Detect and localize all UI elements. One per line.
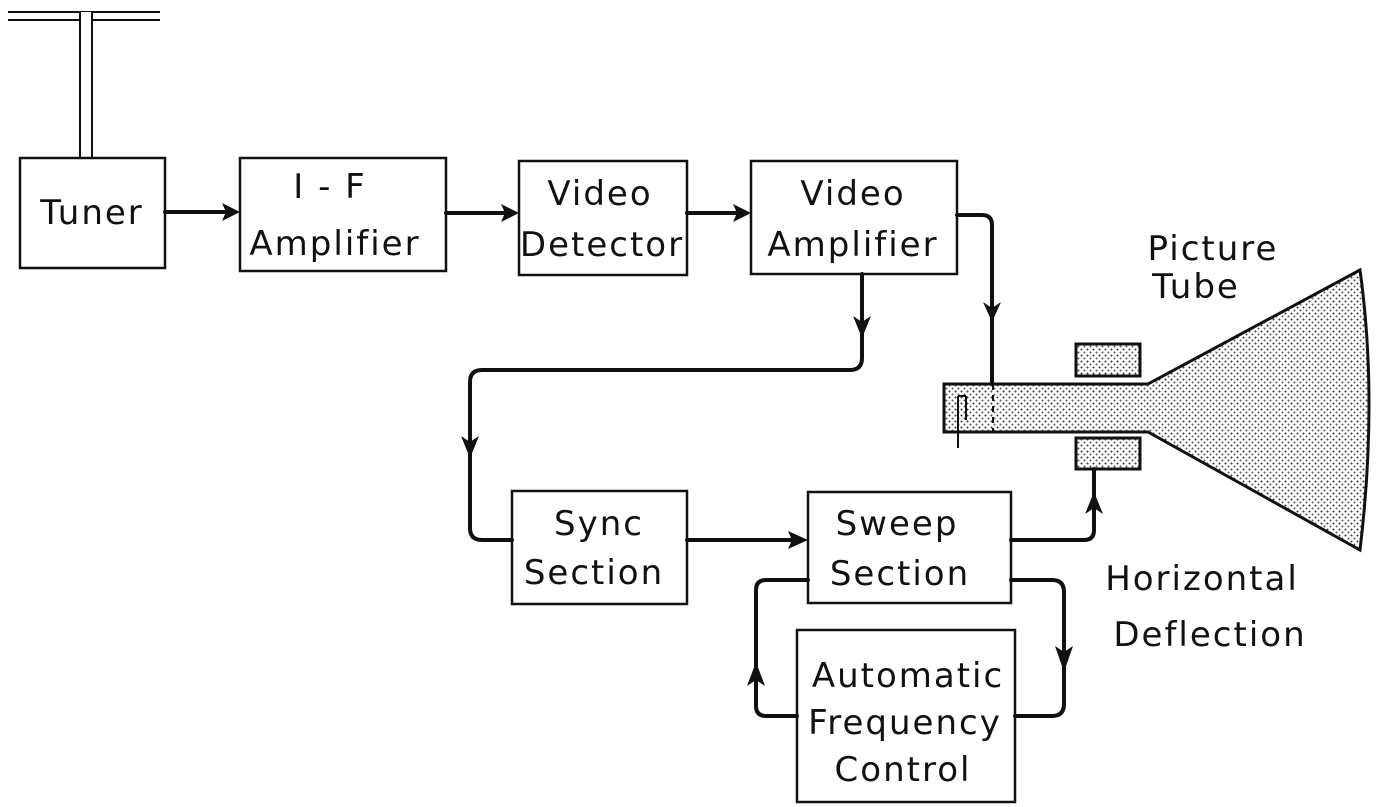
afc-block: Automatic Frequency Control [795, 628, 1017, 804]
video-detector-block: Video Detector [517, 159, 689, 277]
picture-tube-label-2: Tube [1151, 267, 1240, 307]
sweep-to-deflection-connector [1009, 467, 1103, 542]
afc-label-1: Automatic [812, 656, 1004, 696]
tuner-label: Tuner [39, 193, 144, 233]
sweep-to-afc-connector [1009, 578, 1073, 718]
afc-to-sweep-connector [747, 578, 810, 718]
picture-tube-icon [942, 267, 1371, 553]
video-amplifier-block: Video Amplifier [749, 159, 959, 276]
video-amp-to-sync-connector [461, 272, 871, 542]
sync-to-sweep-connector [685, 531, 808, 549]
sweep-section-label-1: Sweep [836, 504, 959, 544]
video-detector-label-2: Detector [520, 225, 684, 265]
video-detector-label-1: Video [547, 174, 652, 214]
video-amplifier-label-2: Amplifier [767, 225, 938, 265]
tuner-block: Tuner [18, 156, 167, 270]
horizontal-deflection-label-2: Deflection [1113, 615, 1306, 655]
tuner-to-if-connector [163, 203, 240, 221]
horizontal-deflection-label-1: Horizontal [1105, 559, 1299, 599]
detector-to-video-amp-connector [685, 204, 751, 222]
if-to-detector-connector [444, 204, 519, 222]
antenna-icon [8, 11, 160, 158]
video-amp-to-tube-connector [955, 213, 1001, 386]
video-amplifier-label-1: Video [800, 174, 905, 214]
sweep-section-label-2: Section [830, 554, 970, 594]
if-amplifier-label-1: I - F [293, 167, 366, 207]
if-amplifier-block: I - F Amplifier [238, 156, 448, 273]
sync-section-label-1: Sync [554, 504, 644, 544]
afc-label-3: Control [835, 750, 972, 790]
picture-tube-label-1: Picture [1148, 229, 1279, 269]
afc-label-2: Frequency [808, 703, 1002, 743]
if-amplifier-label-2: Amplifier [249, 224, 420, 264]
sync-section-label-2: Section [524, 553, 664, 593]
sync-section-block: Sync Section [510, 489, 689, 606]
sweep-section-block: Sweep Section [806, 490, 1013, 605]
